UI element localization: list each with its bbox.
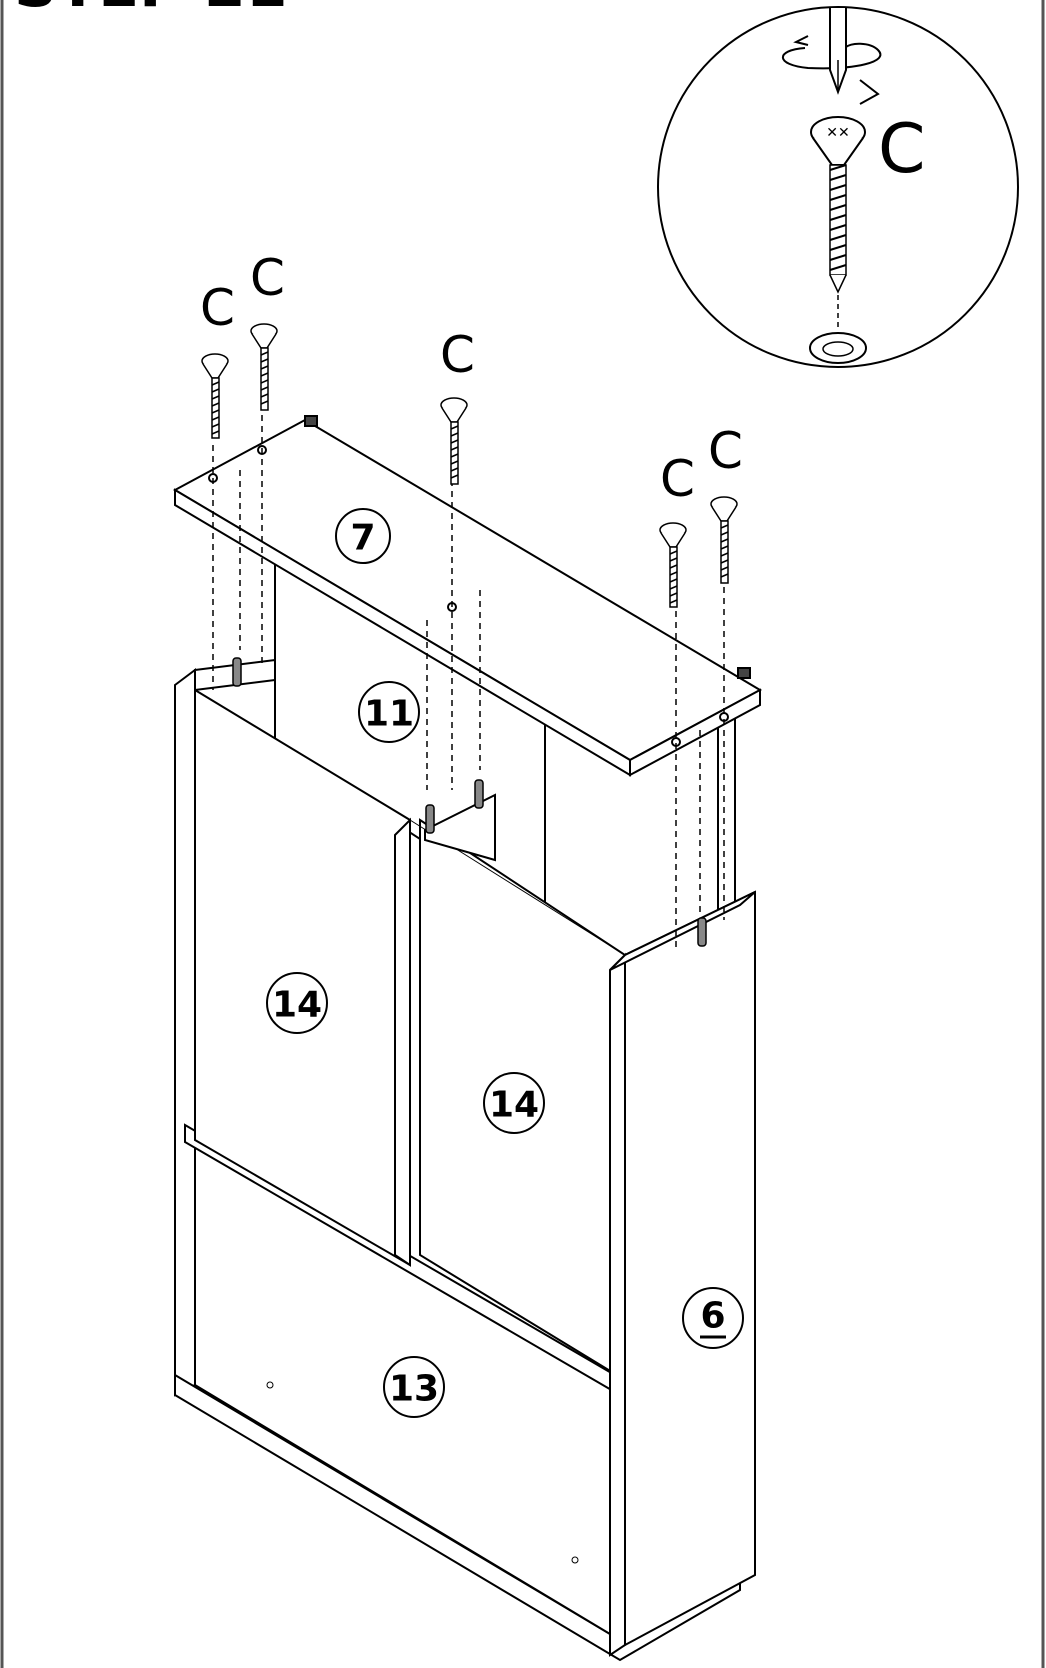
- part-number-14-right: 14: [489, 1085, 539, 1126]
- part-number-14-left: 14: [272, 985, 322, 1026]
- screwdriver-icon: [829, 8, 847, 95]
- screw-4-icon: [659, 522, 687, 608]
- top-panel: [172, 415, 763, 777]
- screw-1-icon: [201, 353, 229, 439]
- screw-label-1: C: [200, 279, 235, 337]
- svg-text:✕✕: ✕✕: [826, 125, 849, 141]
- part-callout-7: 7: [335, 508, 391, 564]
- detail-callout: ✕✕ C: [657, 6, 1019, 368]
- part-callout-11: 11: [358, 681, 420, 743]
- guide-lines: [212, 415, 725, 948]
- part-callout-14-right: 14: [483, 1072, 545, 1134]
- part-number-6: 6: [700, 1296, 725, 1337]
- center-divider: [394, 817, 411, 1267]
- screw-label-3: C: [440, 326, 475, 384]
- part-number-11: 11: [364, 694, 414, 735]
- screw-5-icon: [710, 496, 738, 584]
- rotation-arrow-icon: [782, 42, 882, 70]
- right-side-panel: [624, 890, 756, 1647]
- dowels: [232, 657, 707, 947]
- step-heading: STEP 21: [14, 0, 288, 21]
- part-number-7: 7: [350, 518, 375, 559]
- screw-label-5: C: [708, 422, 743, 480]
- part-callout-13: 13: [383, 1356, 445, 1418]
- part-number-13: 13: [389, 1369, 439, 1410]
- screw-label-4: C: [660, 450, 695, 508]
- countersunk-hole-icon: [809, 332, 867, 364]
- screw-2-icon: [250, 323, 278, 411]
- detail-screw-icon: ✕✕: [810, 116, 866, 294]
- part-callout-6: 6: [682, 1287, 744, 1349]
- screw-label-2: C: [250, 249, 285, 307]
- part-callout-14-left: 14: [266, 972, 328, 1034]
- detail-screw-label: C: [878, 110, 925, 189]
- left-side-panel: [174, 668, 196, 1397]
- screw-3-icon: [440, 397, 468, 485]
